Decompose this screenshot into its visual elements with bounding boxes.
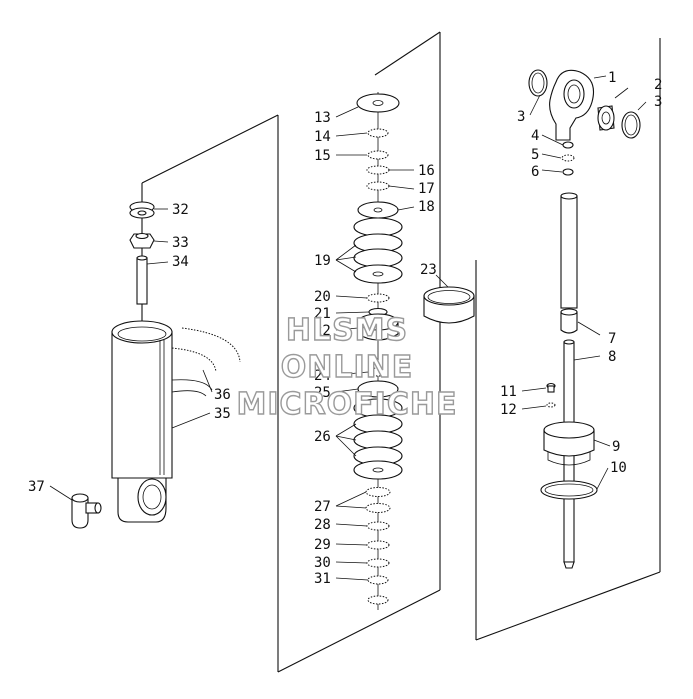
- watermark-line-2: ONLINE: [281, 350, 414, 385]
- callout-7: 7: [608, 331, 616, 347]
- callout-5: 5: [531, 147, 539, 163]
- callout-16: 16: [418, 163, 435, 179]
- washer-12: [546, 402, 556, 408]
- callout-34: 34: [172, 254, 189, 270]
- callout-labels: 1 2 3 3 4 5 6 7 8 9 10 11 12 13 14 15 16…: [28, 70, 662, 587]
- washer-14: [367, 128, 389, 138]
- callout-3: 3: [654, 94, 662, 110]
- callout-8: 8: [608, 349, 616, 365]
- callout-11: 11: [500, 384, 517, 400]
- callout-9: 9: [612, 439, 620, 455]
- shock-body-assembly: [71, 201, 241, 529]
- callout-18: 18: [418, 199, 435, 215]
- screw-11: [546, 382, 556, 393]
- callout-30: 30: [314, 555, 331, 571]
- nut-31: [367, 575, 389, 605]
- callout-21: 21: [314, 306, 331, 322]
- snap-ring-3-left: [528, 69, 548, 97]
- watermark: HLSMS ONLINE MICROFICHE: [236, 312, 458, 422]
- callout-33: 33: [172, 235, 189, 251]
- bearing-2: [597, 105, 615, 131]
- shim-29: [366, 540, 390, 550]
- callout-23: 23: [420, 262, 437, 278]
- snap-ring-3-right: [621, 111, 641, 139]
- washer-13: [356, 93, 400, 113]
- eye-1: [549, 69, 595, 141]
- washer-32: [129, 201, 155, 219]
- callout-6: 6: [531, 164, 539, 180]
- valve-4: [562, 141, 574, 149]
- shim-24: [367, 367, 389, 377]
- callout-35: 35: [214, 406, 231, 422]
- washer-15: [367, 150, 389, 160]
- callout-20: 20: [314, 289, 331, 305]
- callout-14: 14: [314, 129, 331, 145]
- callout-3b: 3: [517, 109, 525, 125]
- callout-36: 36: [214, 387, 231, 403]
- piston-head-9: [543, 421, 595, 466]
- shaft-assembly: [528, 69, 641, 569]
- shim-30: [366, 558, 390, 568]
- piston-22: [357, 313, 399, 341]
- callout-15: 15: [314, 148, 331, 164]
- callout-2: 2: [654, 77, 662, 93]
- callout-26: 26: [314, 429, 331, 445]
- shims-26: [353, 398, 403, 480]
- callout-37: 37: [28, 479, 45, 495]
- watermark-line-3: MICROFICHE: [237, 387, 458, 422]
- o-ring-10: [540, 480, 598, 500]
- shim-17: [366, 181, 390, 191]
- callout-25: 25: [314, 385, 331, 401]
- washer-5: [561, 154, 575, 162]
- shims-19: [353, 217, 403, 284]
- watermark-line-1: HLSMS: [286, 313, 408, 348]
- collar-7: [560, 308, 578, 334]
- callout-32: 32: [172, 202, 189, 218]
- callout-22: 22: [314, 323, 331, 339]
- callout-17: 17: [418, 181, 435, 197]
- nut-33: [129, 232, 155, 249]
- callout-13: 13: [314, 110, 331, 126]
- shim-16: [366, 165, 390, 175]
- callout-12: 12: [500, 402, 517, 418]
- shaft-tube: [560, 192, 578, 309]
- o-ring-6: [562, 168, 574, 176]
- shim-stack-assembly: [353, 92, 475, 610]
- callout-24: 24: [314, 368, 331, 384]
- callout-28: 28: [314, 517, 331, 533]
- leader-lines: [49, 75, 647, 581]
- callout-31: 31: [314, 571, 331, 587]
- callout-19: 19: [314, 253, 331, 269]
- callout-29: 29: [314, 537, 331, 553]
- shock-body-35: [111, 320, 173, 523]
- arc-36: [171, 327, 241, 397]
- panel-outlines: [141, 31, 661, 673]
- fitting-37: [71, 493, 102, 529]
- shim-20: [366, 293, 390, 303]
- band-23: [423, 286, 475, 324]
- shim-28: [366, 521, 390, 531]
- callout-1: 1: [608, 70, 616, 86]
- bushing-34: [136, 255, 148, 305]
- callout-4: 4: [531, 128, 539, 144]
- shim-18: [357, 201, 399, 219]
- callout-10: 10: [610, 460, 627, 476]
- callout-27: 27: [314, 499, 331, 515]
